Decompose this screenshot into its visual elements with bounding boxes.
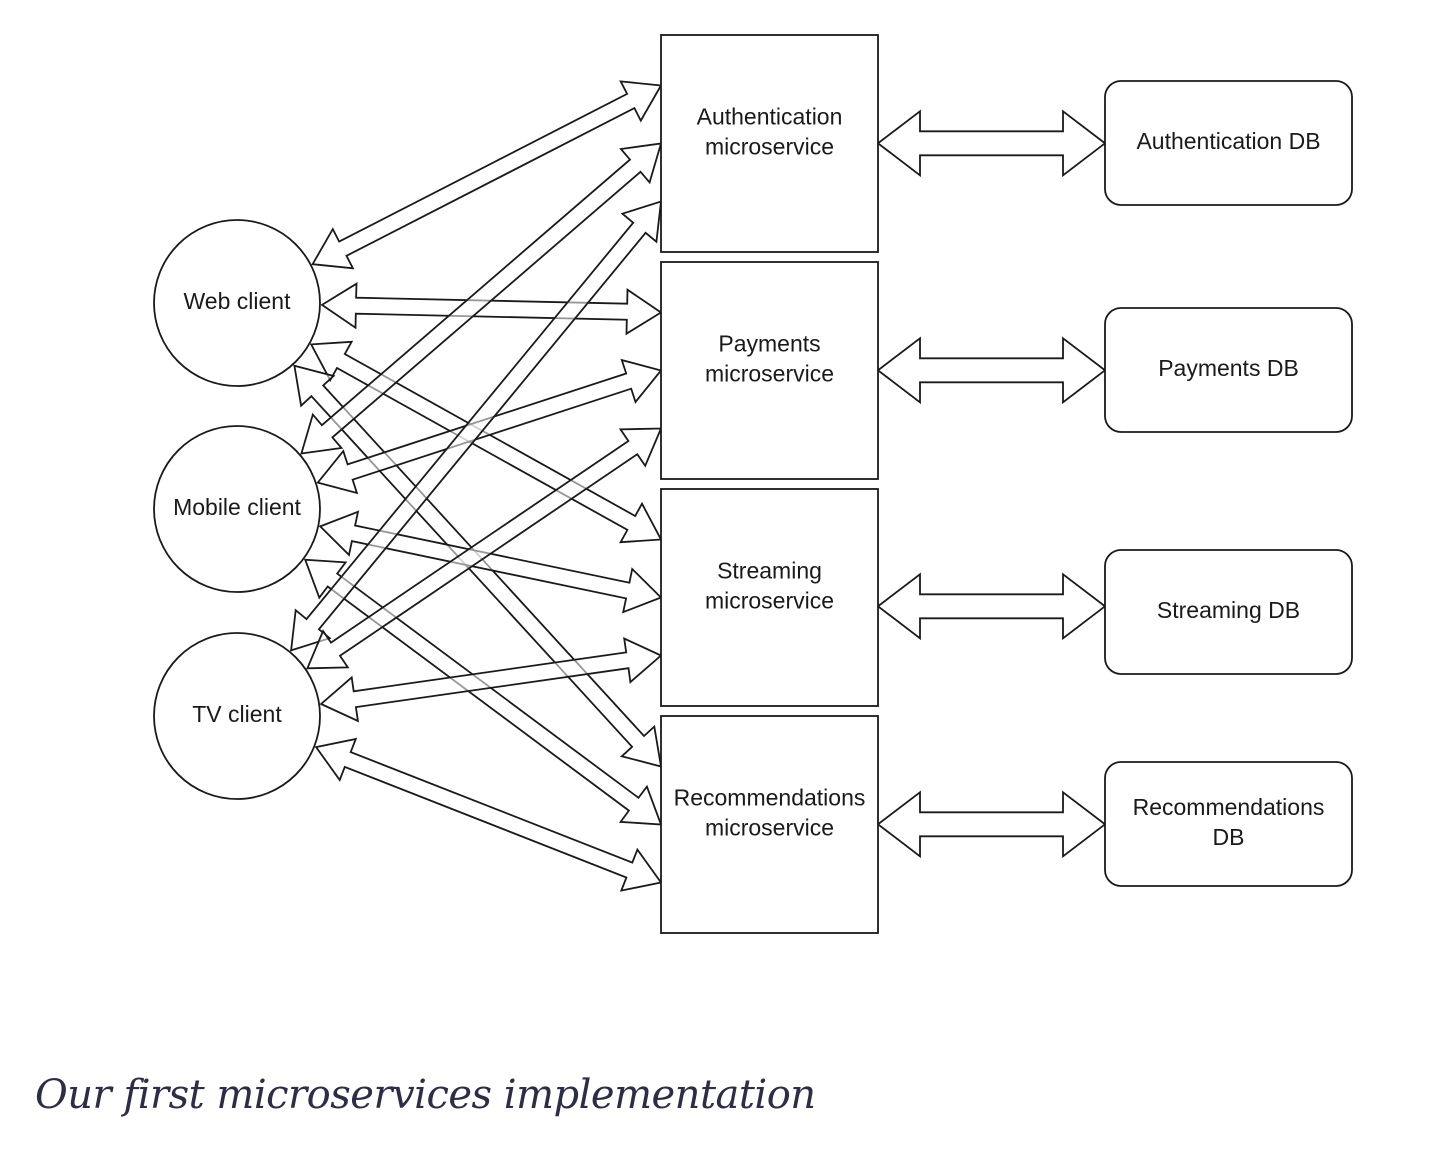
arrow-recommendations-to-db	[876, 790, 1107, 859]
client-tv-client-node	[153, 632, 321, 800]
db-authentication-db-box	[1104, 80, 1353, 206]
service-authentication-box	[660, 34, 879, 253]
arrow-tv-client-to-recommendations	[314, 737, 663, 892]
arrow-web-client-to-authentication	[311, 80, 663, 270]
figure-caption: Our first microservices implementation	[35, 1072, 816, 1118]
db-recommendations-db-label: DB	[1213, 824, 1245, 850]
client-web-client-label: Web client	[184, 288, 292, 314]
arrow-streaming-to-db	[876, 572, 1107, 641]
service-streaming-box	[660, 488, 879, 707]
db-streaming-db-box	[1104, 549, 1353, 675]
service-recommendations-label: microservice	[705, 815, 834, 841]
service-authentication-label: microservice	[705, 134, 834, 160]
service-recommendations-box	[660, 715, 879, 934]
db-streaming-db-label: Streaming DB	[1157, 597, 1300, 623]
db-authentication-db-label: Authentication DB	[1136, 128, 1320, 154]
client-mobile-client-label: Mobile client	[173, 494, 301, 520]
client-tv-client-label: TV client	[192, 701, 282, 727]
connection-arrows	[290, 80, 1107, 892]
service-authentication-label: Authentication	[697, 104, 843, 130]
arrow-payments-to-db	[876, 336, 1107, 405]
db-payments-db-box	[1104, 307, 1353, 433]
db-payments-db-label: Payments DB	[1158, 355, 1299, 381]
client-mobile-client-node	[153, 425, 321, 593]
service-streaming-label: microservice	[705, 588, 834, 614]
service-payments-label: Payments	[718, 331, 820, 357]
arrow-authentication-to-db	[876, 109, 1107, 178]
db-recommendations-db-box	[1104, 761, 1353, 887]
service-streaming-label: Streaming	[717, 558, 822, 584]
service-recommendations-label: Recommendations	[674, 785, 866, 811]
service-payments-box	[660, 261, 879, 480]
client-web-client-node	[153, 219, 321, 387]
db-recommendations-db-label: Recommendations	[1133, 794, 1325, 820]
service-payments-label: microservice	[705, 361, 834, 387]
